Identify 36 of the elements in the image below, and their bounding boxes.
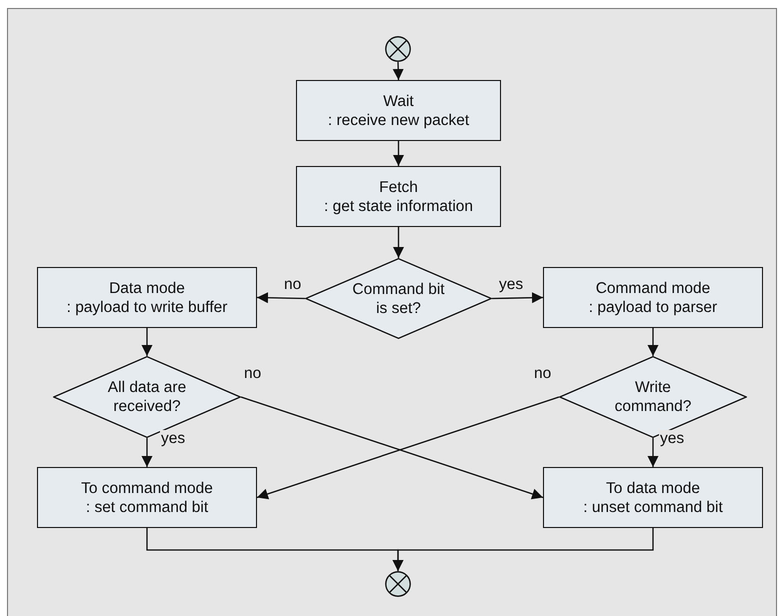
process-box	[37, 267, 257, 328]
arrow	[648, 438, 658, 467]
step-title: To command mode	[81, 478, 213, 498]
process-box	[296, 80, 501, 141]
arrow	[393, 227, 404, 258]
step-title: Command mode	[596, 278, 710, 298]
arrow	[393, 141, 404, 166]
step-title: Wait	[383, 92, 414, 110]
step-description: : unset command bit	[583, 498, 723, 516]
decision-diamond	[305, 258, 492, 339]
arrow	[392, 62, 404, 80]
step-description: : get state information	[324, 196, 474, 216]
process-box	[543, 467, 763, 528]
process-box	[543, 267, 763, 328]
edge-label: yes	[659, 430, 686, 447]
arrow	[648, 328, 658, 356]
decision-question: Write command?	[614, 378, 692, 416]
decision-question: All data are received?	[106, 378, 188, 416]
step-description: : payload to write buffer	[66, 298, 228, 316]
crossed-circle-terminal	[385, 571, 411, 597]
step-title: To data mode	[606, 478, 700, 498]
step-description: : receive new packet	[328, 110, 470, 130]
process-box	[37, 467, 257, 528]
decision-question: Command bit is set?	[351, 280, 446, 318]
arrow	[142, 328, 152, 356]
crossed-circle-terminal	[385, 36, 411, 62]
arrow	[256, 292, 306, 304]
arrow	[392, 528, 654, 571]
step-description: : set command bit	[86, 498, 208, 516]
step-title: Data mode	[109, 278, 185, 298]
process-box	[296, 166, 501, 227]
arrow	[142, 438, 152, 467]
edge-label: yes	[160, 430, 186, 447]
arrow	[492, 292, 544, 304]
step-title: Fetch	[379, 178, 418, 196]
step-description: : payload to parser	[588, 298, 718, 316]
